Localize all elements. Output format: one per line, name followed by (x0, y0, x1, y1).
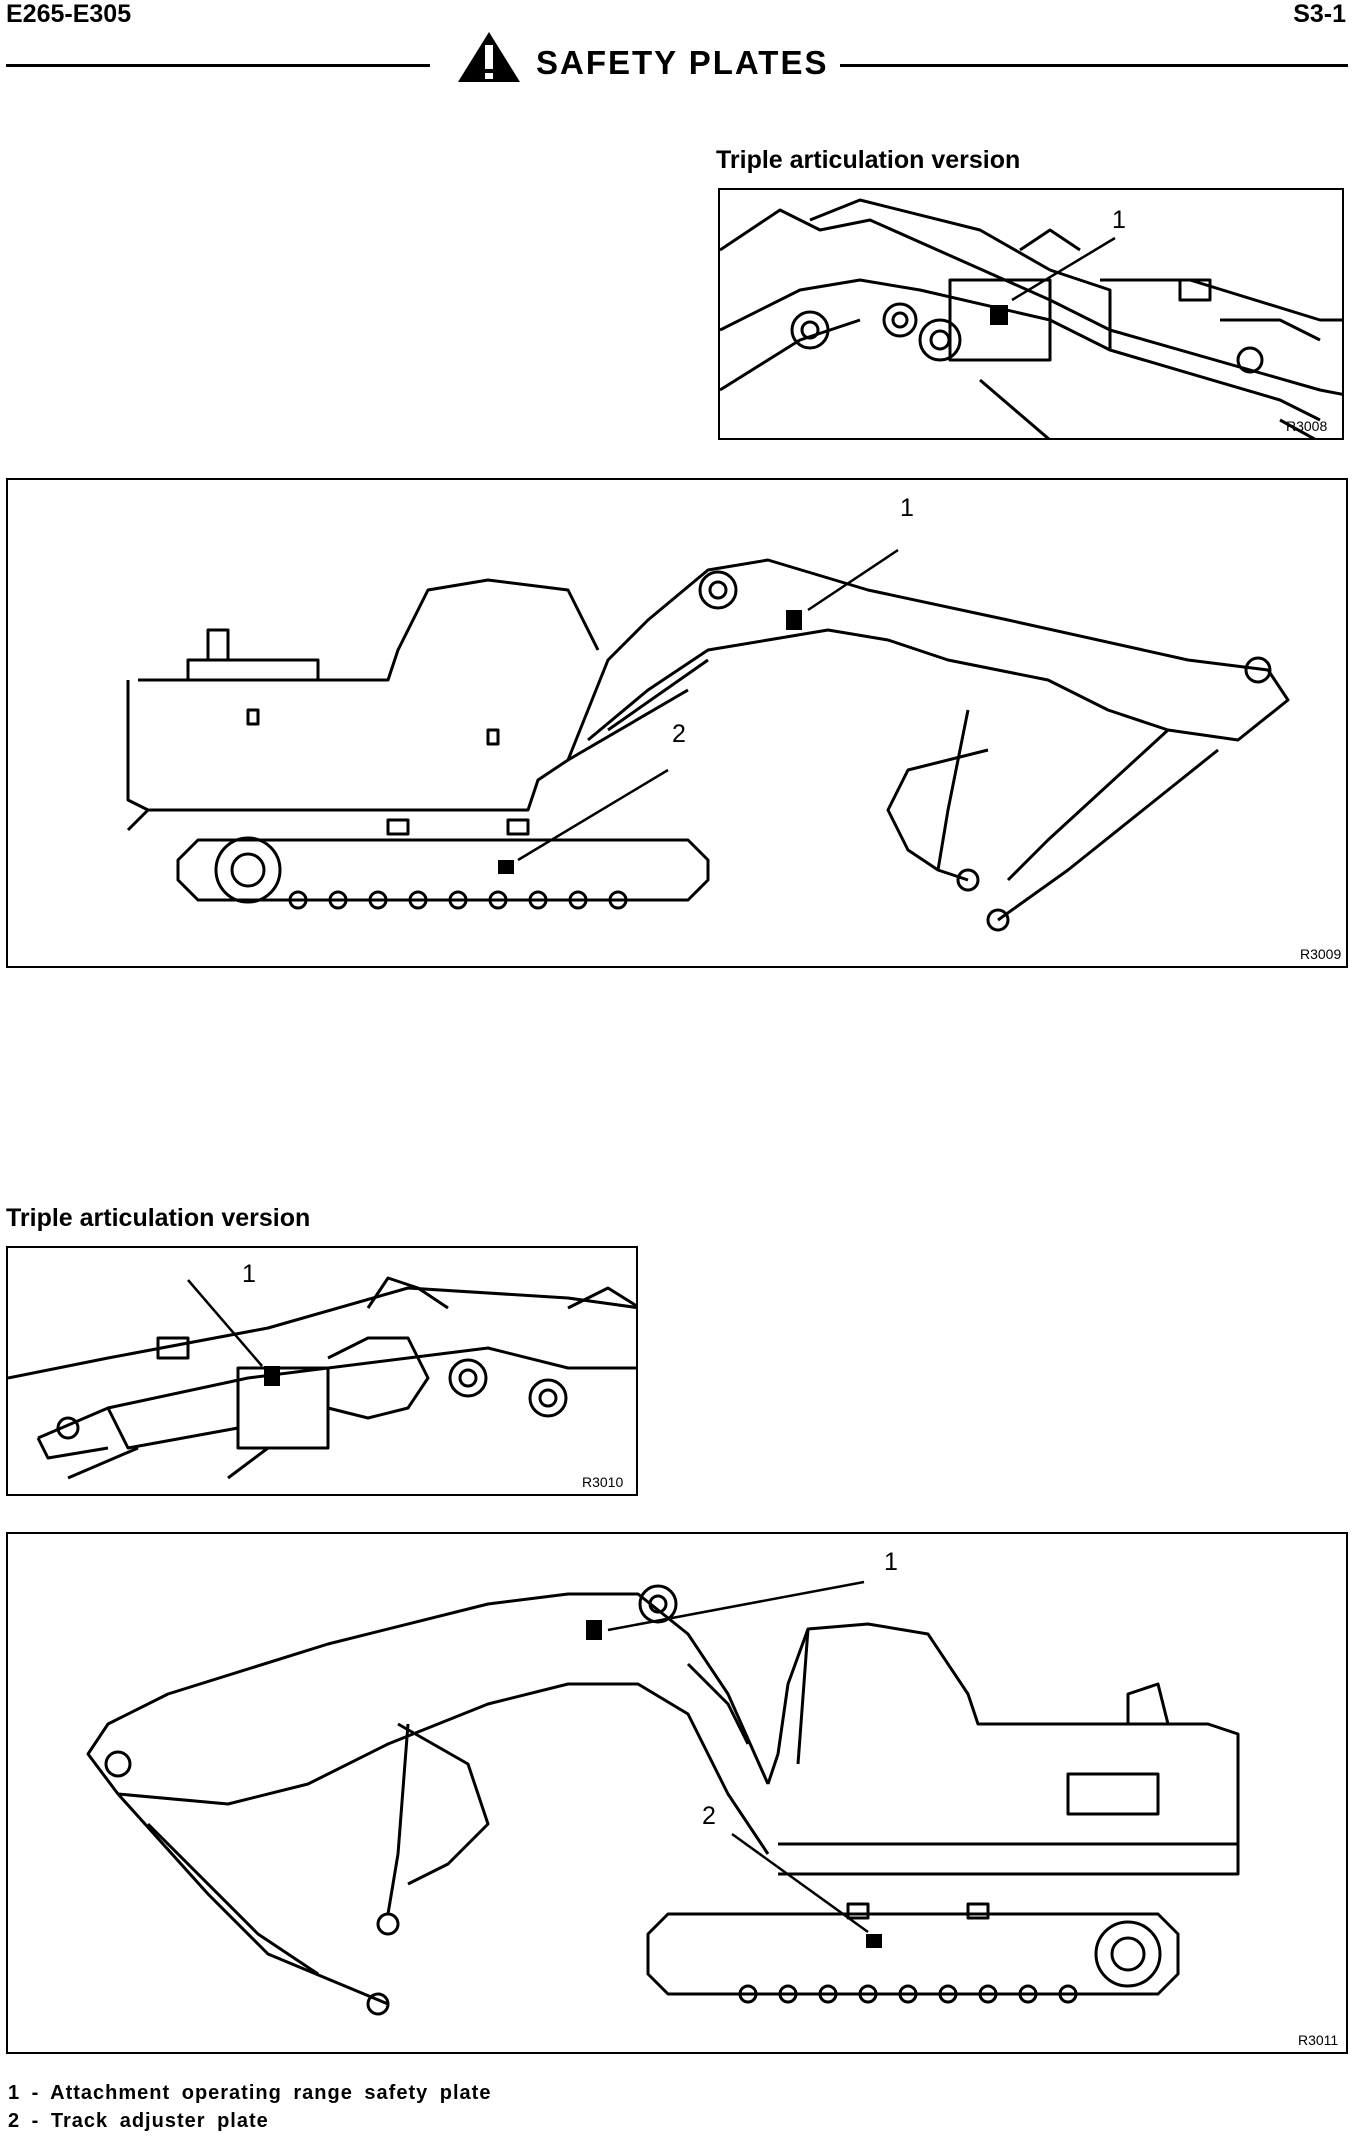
callout-2: 2 (702, 1802, 716, 1830)
page-title: SAFETY PLATES (536, 44, 829, 81)
callout-1: 1 (884, 1548, 898, 1576)
legend-item-2: 2 - Track adjuster plate (8, 2110, 269, 2132)
boom-drawing-r3008 (720, 198, 1342, 438)
figure-code: R3011 (1298, 2032, 1339, 2048)
figure-r3010: 1 R3010 (6, 1246, 638, 1496)
figure-caption-r3010: Triple articulation version (6, 1204, 311, 1232)
header-rule-right (840, 64, 1348, 67)
figure-code: R3009 (1300, 946, 1342, 962)
callout-2: 2 (672, 720, 686, 748)
callout-1: 1 (242, 1260, 256, 1288)
model-number: E265-E305 (6, 0, 132, 28)
boom-drawing-r3010 (8, 1276, 636, 1480)
figure-r3009: 1 2 R3009 (6, 478, 1348, 968)
excavator-drawing-r3009 (126, 548, 1290, 932)
figure-code: R3008 (1286, 418, 1328, 434)
figure-code: R3010 (582, 1474, 624, 1490)
figure-r3008: 1 R3008 (718, 188, 1344, 440)
figure-r3011: 1 2 R3011 (6, 1532, 1348, 2054)
header-rule-left (6, 64, 430, 67)
figure-caption-r3008: Triple articulation version (716, 146, 1021, 174)
callout-1: 1 (1112, 206, 1126, 234)
warning-triangle-icon (458, 32, 520, 82)
page-number: S3-1 (1293, 0, 1346, 28)
excavator-drawing-r3011 (86, 1580, 1240, 2016)
callout-1: 1 (900, 494, 914, 522)
legend-item-1: 1 - Attachment operating range safety pl… (8, 2082, 492, 2104)
